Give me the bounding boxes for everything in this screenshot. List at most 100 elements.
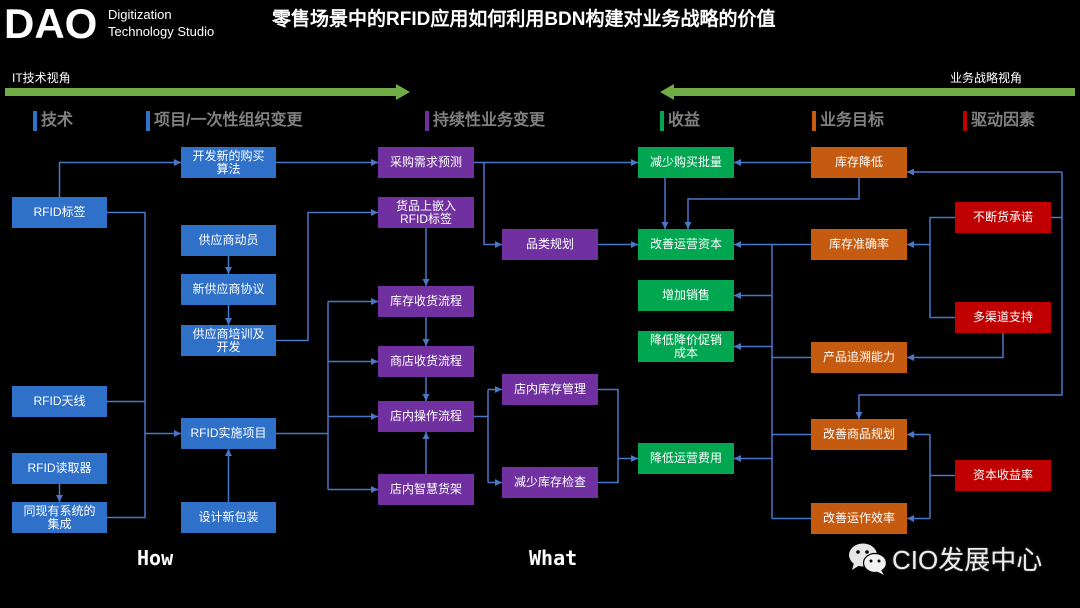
node-label: RFID读取器 bbox=[27, 461, 92, 475]
node-label: 改善运作效率 bbox=[822, 511, 895, 525]
connector-tech-trunk bbox=[107, 211, 146, 519]
node-traceability: 产品追溯能力 bbox=[811, 342, 907, 373]
node-label: 降低运营费用 bbox=[649, 451, 722, 465]
legend-swatch bbox=[33, 111, 37, 131]
node-system-integration: 同现有系统的集成 bbox=[12, 502, 107, 533]
legend-label: 项目/一次性组织变更 bbox=[154, 112, 303, 129]
node-store-receiving: 商店收货流程 bbox=[378, 346, 474, 377]
node-label: 供应商动员 bbox=[198, 233, 259, 247]
node-rfid-reader: RFID读取器 bbox=[12, 453, 107, 484]
node-label: RFID天线 bbox=[33, 394, 86, 408]
node-new-packaging: 设计新包装 bbox=[181, 502, 276, 533]
node-return-on-capital: 资本收益率 bbox=[955, 460, 1051, 491]
node-smaller-batches: 减少购买批量 bbox=[638, 147, 734, 178]
node-operational-efficiency: 改善运作效率 bbox=[811, 503, 907, 534]
legend-swatch bbox=[812, 111, 816, 131]
node-inventory-reduction: 库存降低 bbox=[811, 147, 907, 178]
node-label: 库存收货流程 bbox=[389, 294, 462, 308]
column-label-how: How bbox=[137, 546, 174, 570]
legend-swatch bbox=[660, 111, 664, 131]
node-rfid-antenna: RFID天线 bbox=[12, 386, 107, 417]
legend-item-project: 项目/一次性组织变更 bbox=[146, 111, 302, 131]
connector-training-to-rfid-embedding bbox=[276, 209, 378, 342]
connector-omnichannel-to-traceability bbox=[907, 333, 1004, 361]
business-perspective-label: 业务战略视角 bbox=[949, 71, 1022, 85]
node-label: 不断货承诺 bbox=[972, 210, 1033, 224]
it-perspective-label: IT技术视角 bbox=[12, 71, 71, 85]
connector-right-loop-to-merchandise bbox=[855, 172, 1063, 419]
node-label: 开发新的购买算法 bbox=[192, 148, 265, 176]
node-store-operations: 店内操作流程 bbox=[378, 401, 474, 432]
connector-inventory-merge bbox=[598, 388, 619, 484]
logo-line-2: Technology Studio bbox=[108, 24, 215, 39]
node-markdown-cost: 降低降价促销成本 bbox=[638, 331, 734, 362]
node-no-stockout: 不断货承诺 bbox=[955, 202, 1051, 233]
node-label: 多渠道支持 bbox=[972, 310, 1033, 324]
it-perspective-arrow bbox=[5, 84, 410, 100]
node-label: 库存准确率 bbox=[828, 237, 889, 251]
node-rfid-implementation: RFID实施项目 bbox=[181, 418, 276, 449]
node-fewer-inventory-checks: 减少库存检查 bbox=[502, 467, 598, 498]
node-label: 新供应商协议 bbox=[192, 282, 265, 296]
node-store-inventory: 店内库存管理 bbox=[502, 374, 598, 405]
node-label: 供应商培训及开发 bbox=[192, 326, 265, 354]
node-label: 减少库存检查 bbox=[513, 475, 586, 489]
node-label: RFID实施项目 bbox=[190, 426, 267, 440]
logo-mark: DAO bbox=[4, 0, 98, 47]
legend-item-business-change: 持续性业务变更 bbox=[425, 111, 545, 131]
node-label: 产品追溯能力 bbox=[822, 350, 895, 364]
node-label: 增加销售 bbox=[661, 288, 710, 302]
node-label: 改善商品规划 bbox=[822, 427, 895, 441]
node-rfid-embedding: 货品上嵌入RFID标签 bbox=[378, 197, 474, 228]
node-merchandise-planning: 改善商品规划 bbox=[811, 419, 907, 450]
node-label: 店内智慧货架 bbox=[389, 482, 462, 496]
node-rfid-tag: RFID标签 bbox=[12, 197, 107, 228]
node-label: 店内库存管理 bbox=[513, 382, 586, 396]
legend-item-driver: 驱动因素 bbox=[963, 111, 1035, 131]
watermark-text: CIO发展中心 bbox=[892, 545, 1043, 575]
connector-rfid-tag-to-purchase-algorithm bbox=[58, 159, 181, 197]
business-perspective-arrow bbox=[660, 84, 1075, 100]
column-label-what: What bbox=[529, 546, 578, 570]
connector-group bbox=[56, 159, 1063, 522]
node-demand-forecast: 采购需求预测 bbox=[378, 147, 474, 178]
node-warehouse-receiving: 库存收货流程 bbox=[378, 286, 474, 317]
node-label: 品类规划 bbox=[525, 237, 574, 251]
legend-swatch bbox=[425, 111, 429, 131]
legend-item-objective: 业务目标 bbox=[812, 111, 884, 131]
page-title: 零售场景中的RFID应用如何利用BDN构建对业务战略的价值 bbox=[272, 9, 776, 30]
node-purchase-algorithm: 开发新的购买算法 bbox=[181, 147, 276, 178]
wechat-icon bbox=[848, 542, 888, 581]
node-label: 采购需求预测 bbox=[389, 155, 462, 169]
node-category-planning: 品类规划 bbox=[502, 229, 598, 260]
node-label: 同现有系统的集成 bbox=[23, 503, 96, 531]
node-label: 减少购买批量 bbox=[649, 155, 722, 169]
node-label: 店内操作流程 bbox=[389, 409, 462, 423]
node-operating-cost: 降低运营费用 bbox=[638, 443, 734, 474]
legend-swatch bbox=[963, 111, 967, 131]
node-label: 货品上嵌入RFID标签 bbox=[395, 198, 456, 226]
legend-label: 驱动因素 bbox=[971, 112, 1036, 129]
node-supplier-mobilization: 供应商动员 bbox=[181, 225, 276, 256]
node-sales-increase: 增加销售 bbox=[638, 280, 734, 311]
legend-item-benefit: 收益 bbox=[660, 111, 700, 131]
node-smart-shelf: 店内智慧货架 bbox=[378, 474, 474, 505]
node-label: RFID标签 bbox=[33, 205, 86, 219]
legend-swatch bbox=[146, 111, 150, 131]
logo-line-1: Digitization bbox=[108, 7, 172, 22]
node-label: 降低降价促销成本 bbox=[649, 332, 722, 360]
node-supplier-agreement: 新供应商协议 bbox=[181, 274, 276, 305]
node-supplier-training: 供应商培训及开发 bbox=[181, 325, 276, 356]
node-inventory-accuracy: 库存准确率 bbox=[811, 229, 907, 260]
node-label: 设计新包装 bbox=[198, 510, 259, 524]
legend-item-technology: 技术 bbox=[33, 111, 73, 131]
legend-label: 持续性业务变更 bbox=[433, 112, 546, 129]
node-label: 库存降低 bbox=[834, 155, 883, 169]
node-omnichannel: 多渠道支持 bbox=[955, 302, 1051, 333]
node-label: 商店收货流程 bbox=[389, 354, 462, 368]
legend-label: 技术 bbox=[41, 112, 74, 129]
node-working-capital: 改善运营资本 bbox=[638, 229, 734, 260]
connector-inventory-reduction-to-capital bbox=[684, 178, 860, 229]
